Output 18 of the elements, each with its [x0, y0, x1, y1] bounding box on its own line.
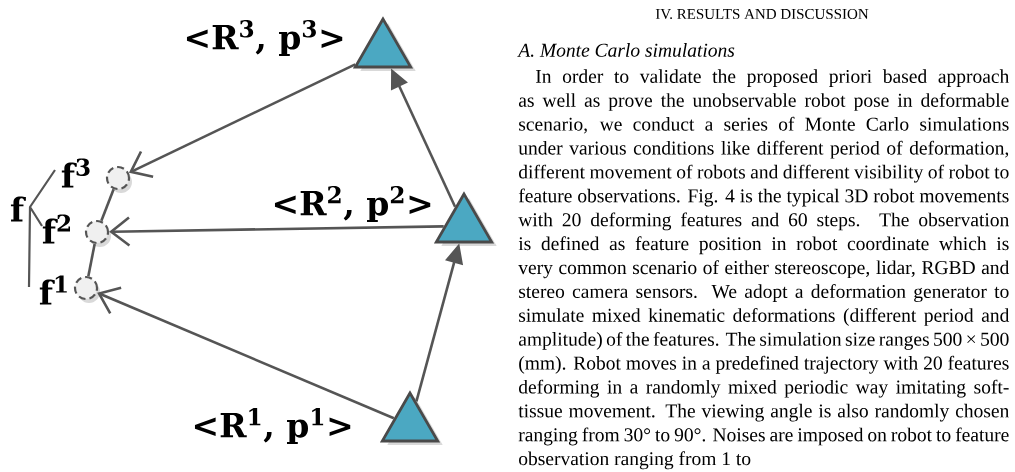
feature-label: f$^{3}$	[61, 158, 90, 188]
circle-node	[73, 275, 100, 303]
circle-node	[105, 165, 132, 193]
feature-label: f$^{2}$	[42, 214, 70, 244]
pose-label: <R$^{3}$, p$^{3}$>	[186, 20, 343, 56]
section-heading: IV. RESULTS AND DISCUSSION	[655, 8, 869, 20]
circle-node	[84, 219, 111, 247]
subsection-heading: A. Monte Carlo simulations	[517, 43, 735, 57]
connector-line	[100, 188, 115, 222]
feature-label: f$^{1}$	[39, 275, 67, 305]
paragraph: In order to validate the proposed priori based approach as well as prove the unobservable robot pose in deformable scenario, we conduct a series of Monte Carlo simulations under various conditions like different period of deformation, different movement of robots and different visibility of robot to feature observations. Fig. 4 is the typical 3D robot movements with 20 deforming features and 60 steps. The observation is defined as feature position in robot coordinate which is very common scenario of either stereoscope, lidar, RGBD and stereo camera sensors. We adopt a deformation generator to simulate mixed kinematic deformations (different period and amplitude) of the features. The simulation size ranges 500 × 500 (mm). Robot moves in a predefined trajectory with 20 features deforming in a randomly mixed periodic way imitating soft-tissue movement. The viewing angle is also randomly chosen ranging from 30° to 90°. Noises are imposed on robot to feature observation ranging from 1 to	[518, 69, 1010, 470]
connector-line	[87, 243, 96, 277]
arrow	[109, 216, 444, 247]
arrow	[97, 286, 395, 420]
pose-label: <R$^{1}$, p$^{1}$>	[194, 408, 351, 445]
vector-label: f	[10, 196, 26, 222]
arrow	[128, 63, 356, 178]
pose-label: <R$^{2}$, p$^{2}$>	[274, 186, 431, 222]
